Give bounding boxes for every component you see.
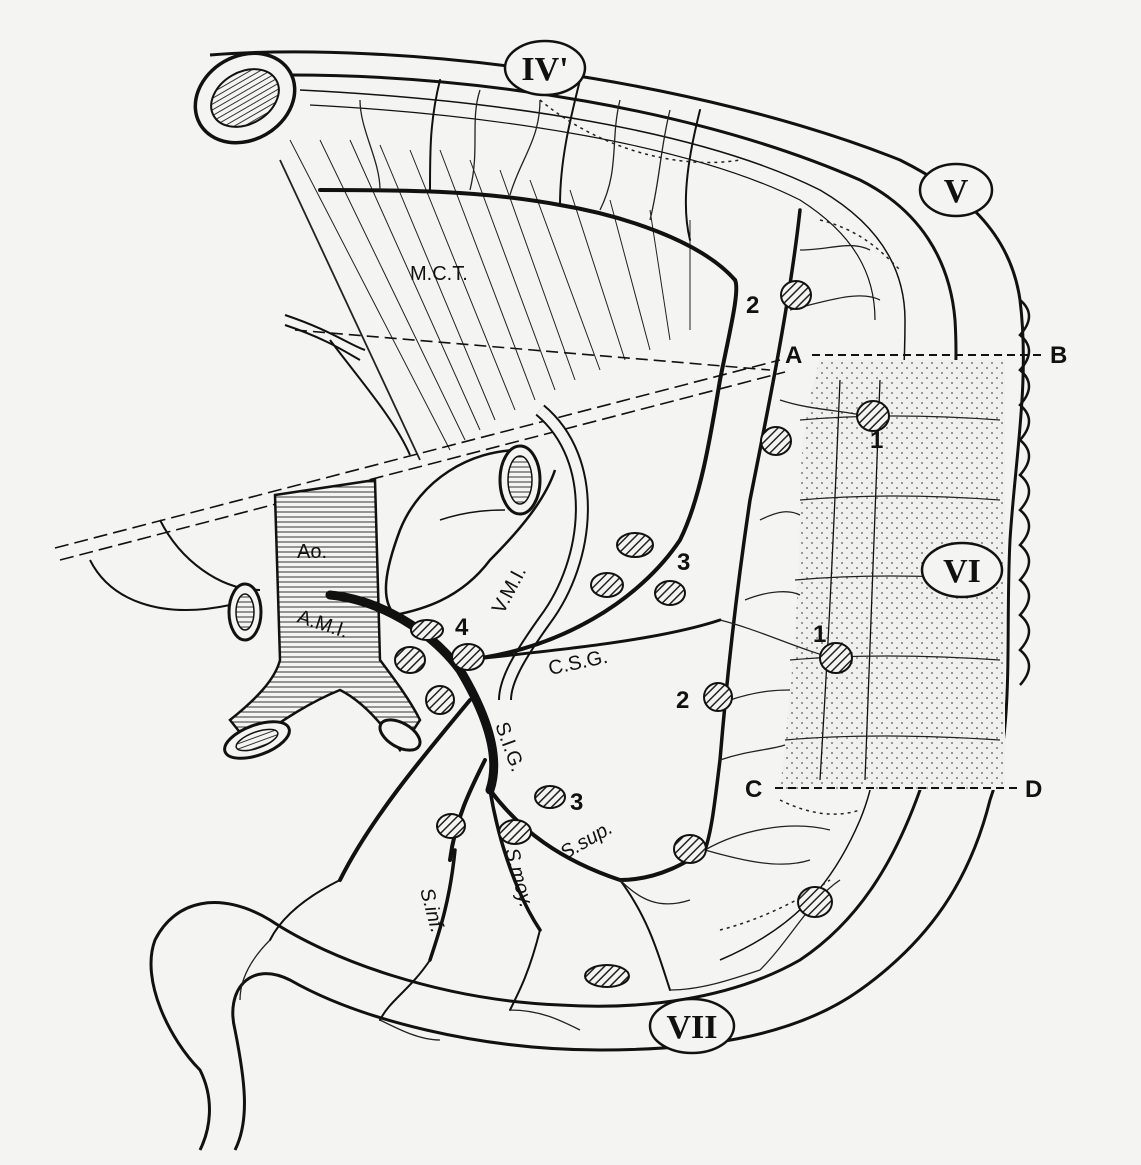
- lymph-node: [761, 427, 791, 455]
- label-aorta: Ao.: [297, 541, 327, 563]
- lymph-node: [411, 620, 443, 640]
- section-label-a: A: [785, 342, 802, 369]
- label-sig-sup: S.sup.: [557, 817, 617, 864]
- lymph-node: [591, 573, 623, 597]
- lymph-node: [426, 686, 454, 714]
- lymph-node: [535, 786, 565, 808]
- segment-label-v: V: [944, 173, 969, 210]
- label-sig-inf: S.inf.: [415, 886, 448, 936]
- lymph-node: [674, 835, 706, 863]
- lymph-node: [655, 581, 685, 605]
- lymph-node: [452, 644, 484, 670]
- left-loop: [90, 520, 261, 640]
- segment-label-iv-prime: IV': [521, 51, 568, 88]
- section-label-c: C: [745, 776, 762, 803]
- section-label-d: D: [1025, 776, 1042, 803]
- node-group-label: 3: [570, 789, 583, 816]
- label-imv: V.M.I.: [488, 563, 531, 618]
- lymph-node: [704, 683, 732, 711]
- duodenal-loop: [386, 446, 555, 615]
- lymph-node: [437, 814, 465, 838]
- node-group-label: 1: [813, 621, 826, 648]
- lymph-node: [617, 533, 653, 557]
- label-mesocolon: M.C.T.: [410, 263, 468, 285]
- dashed-guide-lines: [55, 330, 785, 560]
- segment-label-vii: VII: [666, 1009, 717, 1046]
- node-group-label: 4: [455, 614, 469, 641]
- lymph-node: [499, 820, 531, 844]
- lymph-node: [585, 965, 629, 987]
- node-group-label: 3: [677, 549, 690, 576]
- label-sig-moy: S.moy.: [500, 846, 537, 910]
- node-group-label: 2: [676, 687, 689, 714]
- lymph-node: [781, 281, 811, 309]
- node-group-label: 1: [870, 427, 883, 454]
- section-label-b: B: [1050, 342, 1067, 369]
- node-group-label: 2: [746, 292, 759, 319]
- lymph-node: [395, 647, 425, 673]
- lymph-node: [798, 887, 832, 917]
- segment-label-vi: VI: [943, 553, 981, 590]
